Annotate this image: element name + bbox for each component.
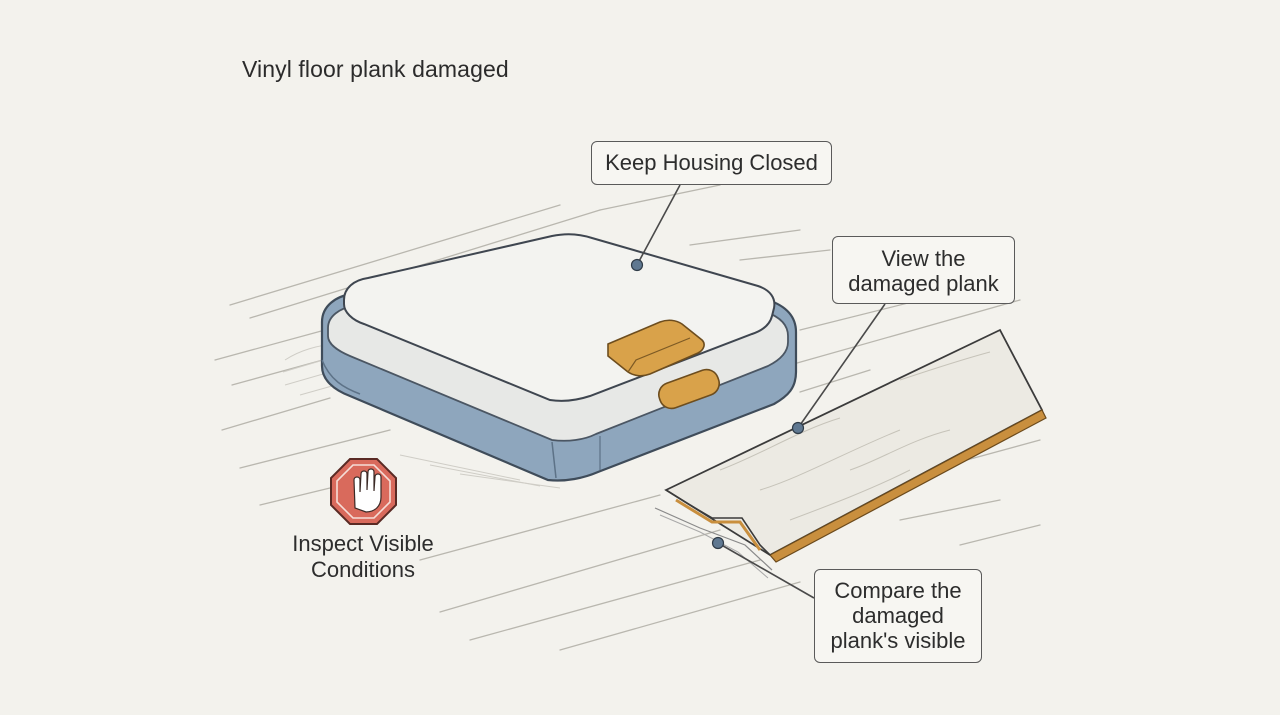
warning-line: Conditions bbox=[311, 557, 415, 582]
callout-keep-housing-closed: Keep Housing Closed bbox=[591, 141, 832, 185]
latch-tab bbox=[607, 319, 720, 410]
damaged-plank bbox=[654, 328, 1047, 579]
callout-leaders bbox=[636, 184, 886, 599]
callout-text: Keep Housing Closed bbox=[605, 150, 818, 175]
robot-device bbox=[320, 233, 798, 482]
callout-compare-damaged-plank: Compare the damaged plank's visible bbox=[814, 569, 982, 663]
leader-dots bbox=[630, 258, 805, 550]
warning-label: Inspect Visible Conditions bbox=[270, 531, 456, 583]
diagram-title: Vinyl floor plank damaged bbox=[242, 56, 509, 82]
callout-line: damaged plank bbox=[848, 271, 999, 296]
hand-stop-icon bbox=[330, 458, 397, 525]
floor-boards bbox=[214, 184, 1041, 651]
callout-line: View the bbox=[881, 246, 966, 271]
callout-line: Compare the bbox=[834, 578, 962, 603]
callout-line: damaged bbox=[852, 603, 944, 628]
callout-line: plank's visible bbox=[830, 628, 966, 653]
warning-line: Inspect Visible bbox=[292, 531, 434, 556]
callout-view-damaged-plank: View the damaged plank bbox=[832, 236, 1015, 304]
